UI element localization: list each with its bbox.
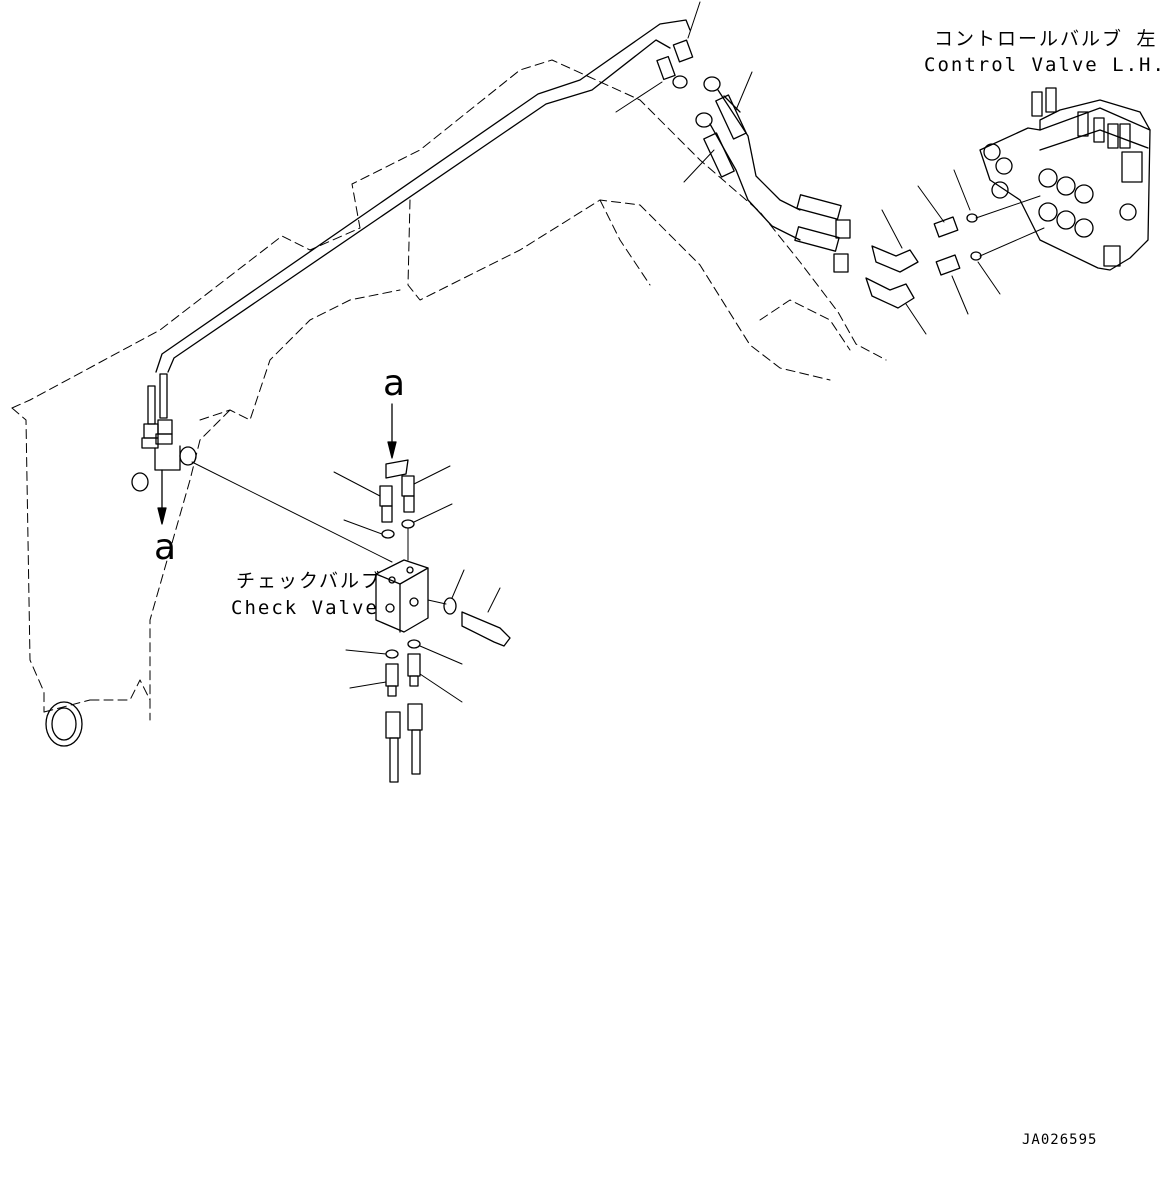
assembly-leader [191,461,393,563]
boom-phantom-outline [11,59,887,721]
view-arrow-top [385,403,409,479]
upper-tube-fittings [656,39,721,128]
main-steel-tube [155,19,691,373]
check-valve-upper-fittings [379,475,415,561]
control-valve-block [979,87,1151,271]
control-valve-label-jp: コントロールバルブ 左 [934,28,1158,50]
elbow-fittings [865,195,1045,309]
view-mark-bottom: a [154,527,177,568]
leader-lines [333,1,1001,703]
view-arrow-bottom [157,469,167,525]
control-valve-label-en: Control Valve L.H. [924,54,1163,76]
check-valve-block [375,559,511,647]
hoses-to-control-valve [703,89,851,273]
check-valve-lower-fittings [385,639,423,783]
check-valve-label-en: Check Valve [231,597,379,619]
left-tube-ends [131,373,197,492]
drawing-code: JA026595 [1022,1132,1098,1148]
check-valve-label-jp: チェックバルブ [236,570,383,592]
boom-pin-boss [45,701,83,747]
view-mark-top: a [383,363,406,404]
